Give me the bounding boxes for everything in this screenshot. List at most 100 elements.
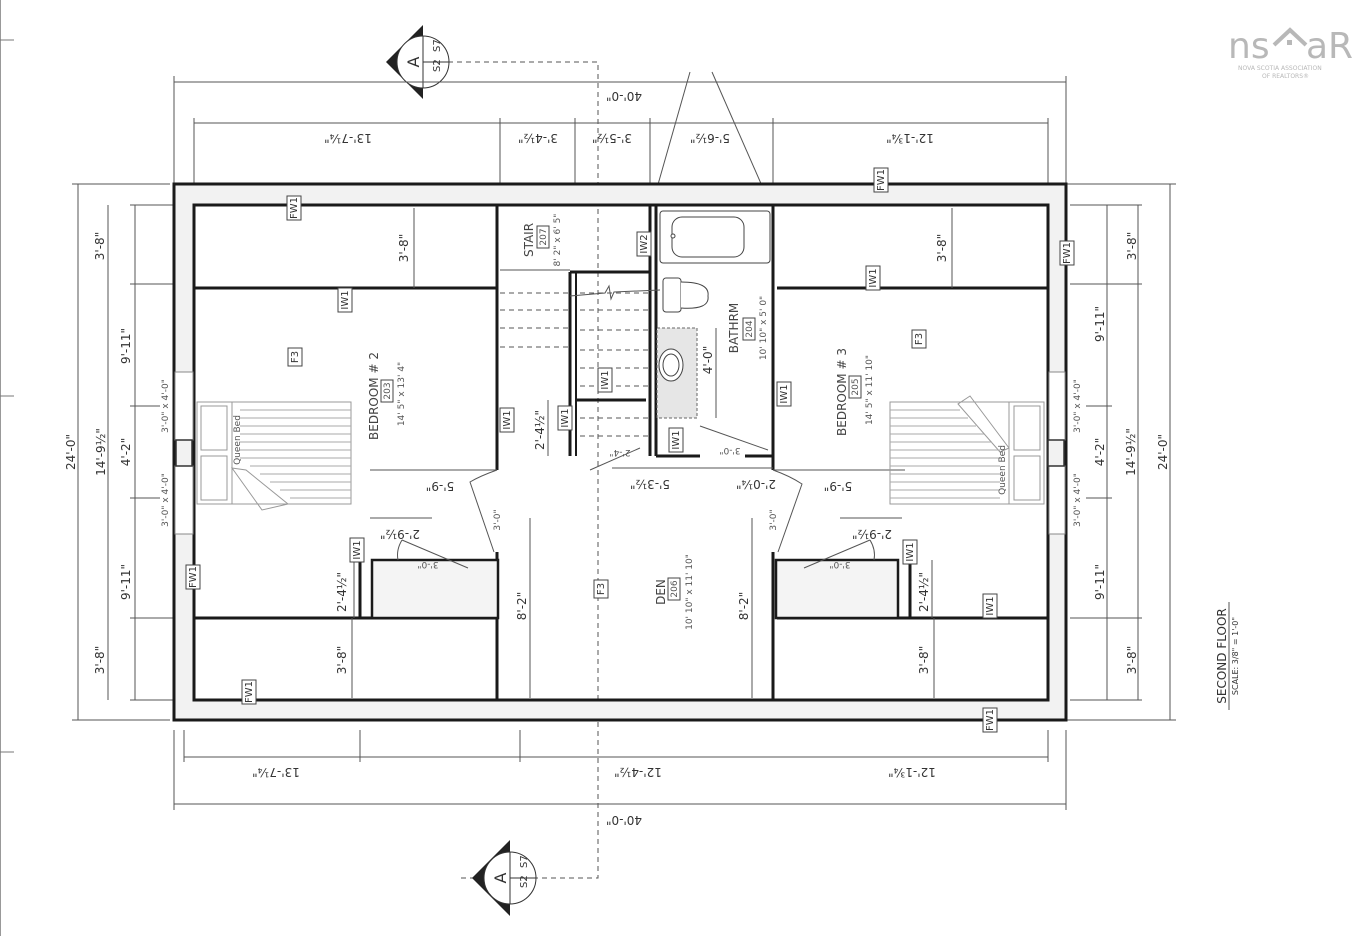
section-marker-top: A S2 S7 xyxy=(386,25,450,99)
svg-text:A: A xyxy=(491,872,510,883)
svg-text:3'-8": 3'-8" xyxy=(397,234,411,262)
svg-text:3'-0": 3'-0" xyxy=(417,559,438,569)
svg-text:203: 203 xyxy=(383,382,393,399)
svg-text:FW1: FW1 xyxy=(876,169,887,191)
svg-text:8'-2": 8'-2" xyxy=(515,592,529,620)
right-dimensions: 24'-0" 14'-9½" 3'-8" 9'-11" 4'-2" 9'-11"… xyxy=(1066,183,1176,721)
svg-text:4'-2": 4'-2" xyxy=(1093,438,1107,466)
svg-text:5'-9": 5'-9" xyxy=(824,479,852,493)
svg-text:NOVA SCOTIA ASSOCIATION: NOVA SCOTIA ASSOCIATION xyxy=(1238,65,1322,72)
tag-fw1: FW1 xyxy=(185,564,201,590)
tag-iw1: IW1 xyxy=(597,367,613,393)
svg-text:IW2: IW2 xyxy=(639,234,650,253)
drawing-title: SECOND FLOOR SCALE: 3/8" = 1'-0" xyxy=(1215,602,1240,710)
section-marker-bottom: A S2 S7 xyxy=(472,840,537,916)
svg-text:DEN: DEN xyxy=(654,579,668,605)
svg-text:9'-11": 9'-11" xyxy=(1093,306,1107,342)
queen-bed-left: Queen Bed xyxy=(196,401,352,511)
svg-text:3'-8": 3'-8" xyxy=(93,232,107,260)
tag-iw1: IW1 xyxy=(902,539,918,565)
svg-text:S7: S7 xyxy=(432,39,443,52)
svg-text:2'-4½": 2'-4½" xyxy=(335,572,349,612)
svg-text:8'-2": 8'-2" xyxy=(737,592,751,620)
svg-text:40'-0": 40'-0" xyxy=(606,89,642,103)
tag-fw1: FW1 xyxy=(1059,240,1075,266)
svg-text:14' 5" x 11' 10": 14' 5" x 11' 10" xyxy=(865,355,875,425)
svg-text:3'-5½": 3'-5½" xyxy=(592,131,632,145)
svg-text:14' 5" x 13' 4": 14' 5" x 13' 4" xyxy=(397,362,407,426)
svg-text:3'-0": 3'-0" xyxy=(493,509,503,530)
svg-text:3'-0": 3'-0" xyxy=(769,509,779,530)
svg-text:FW1: FW1 xyxy=(1062,242,1073,264)
svg-text:3'-0": 3'-0" xyxy=(829,559,850,569)
svg-text:5'-9": 5'-9" xyxy=(426,479,454,493)
svg-text:205: 205 xyxy=(851,378,861,395)
svg-text:5'-3½": 5'-3½" xyxy=(630,477,670,491)
svg-text:40'-0": 40'-0" xyxy=(606,813,642,827)
svg-text:3'-0" x 4'-0": 3'-0" x 4'-0" xyxy=(161,473,171,527)
tag-f3: F3 xyxy=(593,579,609,599)
svg-text:204: 204 xyxy=(745,320,755,337)
tag-iw1: IW1 xyxy=(982,593,998,619)
svg-text:2'-9½": 2'-9½" xyxy=(380,527,420,541)
svg-text:aR: aR xyxy=(1306,26,1353,67)
svg-text:IW1: IW1 xyxy=(985,596,996,615)
svg-text:S7: S7 xyxy=(519,855,530,868)
svg-text:13'-7¼": 13'-7¼" xyxy=(252,765,300,779)
nsar-logo: ns aR NOVA SCOTIA ASSOCIATION OF REALTOR… xyxy=(1228,26,1353,80)
svg-text:F3: F3 xyxy=(290,351,301,363)
tag-f3: F3 xyxy=(287,347,303,367)
bottom-dimensions: 40'-0" 13'-7¼" 12'-4½" 12'-1¾" xyxy=(173,730,1067,827)
svg-text:2'-4": 2'-4" xyxy=(609,447,630,457)
interior-dimensions: 3'-8" 3'-8" 3'-8" 3'-8" 5'-9" 5'-9" 2'-9… xyxy=(335,208,953,698)
svg-text:2'-4½": 2'-4½" xyxy=(533,410,547,450)
tag-iw1: IW1 xyxy=(776,381,792,407)
left-dimensions: 24'-0" 14'-9½" 3'-8" 9'-11" 4'-2" 9'-11"… xyxy=(64,183,180,721)
tag-iw2: IW2 xyxy=(636,231,652,257)
svg-text:206: 206 xyxy=(670,580,680,597)
svg-text:IW1: IW1 xyxy=(779,384,790,403)
svg-text:2'-4½": 2'-4½" xyxy=(917,572,931,612)
tag-iw1: IW1 xyxy=(668,427,684,453)
svg-text:3'-0" x 4'-0": 3'-0" x 4'-0" xyxy=(1073,473,1083,527)
svg-text:24'-0": 24'-0" xyxy=(64,434,78,470)
svg-text:10' 10" x 11' 10": 10' 10" x 11' 10" xyxy=(685,554,695,630)
tag-fw1: FW1 xyxy=(982,707,998,733)
tag-iw1: IW1 xyxy=(349,537,365,563)
bathroom-fixtures: 4'-0" BATHRM 204 10' 10" x 5' 0" xyxy=(656,210,771,419)
svg-text:SECOND FLOOR: SECOND FLOOR xyxy=(1215,608,1229,703)
svg-text:BATHRM: BATHRM xyxy=(727,303,741,354)
svg-text:3'-0": 3'-0" xyxy=(719,445,740,455)
svg-text:9'-11": 9'-11" xyxy=(1093,564,1107,600)
tag-iw1: IW1 xyxy=(557,405,573,431)
svg-text:2'-9½": 2'-9½" xyxy=(852,527,892,541)
svg-text:F3: F3 xyxy=(914,333,925,345)
staircase: STAIR 207 8' 2" x 6' 5" xyxy=(500,214,661,437)
svg-text:S2: S2 xyxy=(432,59,443,72)
exterior-walls xyxy=(172,182,1068,722)
svg-text:12'-1¾": 12'-1¾" xyxy=(888,765,936,779)
svg-text:IW1: IW1 xyxy=(868,268,879,287)
svg-text:S2: S2 xyxy=(519,875,530,888)
svg-text:STAIR: STAIR xyxy=(522,223,536,257)
svg-text:IW1: IW1 xyxy=(352,540,363,559)
sheet-edge xyxy=(0,0,14,936)
svg-text:3'-8": 3'-8" xyxy=(1125,232,1139,260)
svg-text:3'-8": 3'-8" xyxy=(935,234,949,262)
svg-text:9'-11": 9'-11" xyxy=(119,328,133,364)
svg-text:ns: ns xyxy=(1228,26,1270,67)
interior-walls xyxy=(194,205,1048,700)
wall-tags: FW1 FW1 FW1 FW1 FW1 FW1 IW1 IW1 IW1 IW1 … xyxy=(185,167,1075,733)
svg-text:24'-0": 24'-0" xyxy=(1156,434,1170,470)
svg-text:4'-2": 4'-2" xyxy=(119,438,133,466)
svg-text:3'-4½": 3'-4½" xyxy=(518,131,558,145)
svg-text:8' 2" x 6' 5": 8' 2" x 6' 5" xyxy=(553,214,563,267)
svg-text:3'-0" x 4'-0": 3'-0" x 4'-0" xyxy=(1073,379,1083,433)
tag-fw1: FW1 xyxy=(286,195,302,221)
tag-iw1: IW1 xyxy=(499,407,515,433)
svg-text:13'-7¼": 13'-7¼" xyxy=(324,131,372,145)
svg-text:10' 10" x 5' 0": 10' 10" x 5' 0" xyxy=(759,296,769,360)
svg-text:3'-8": 3'-8" xyxy=(1125,646,1139,674)
svg-text:F3: F3 xyxy=(596,583,607,595)
